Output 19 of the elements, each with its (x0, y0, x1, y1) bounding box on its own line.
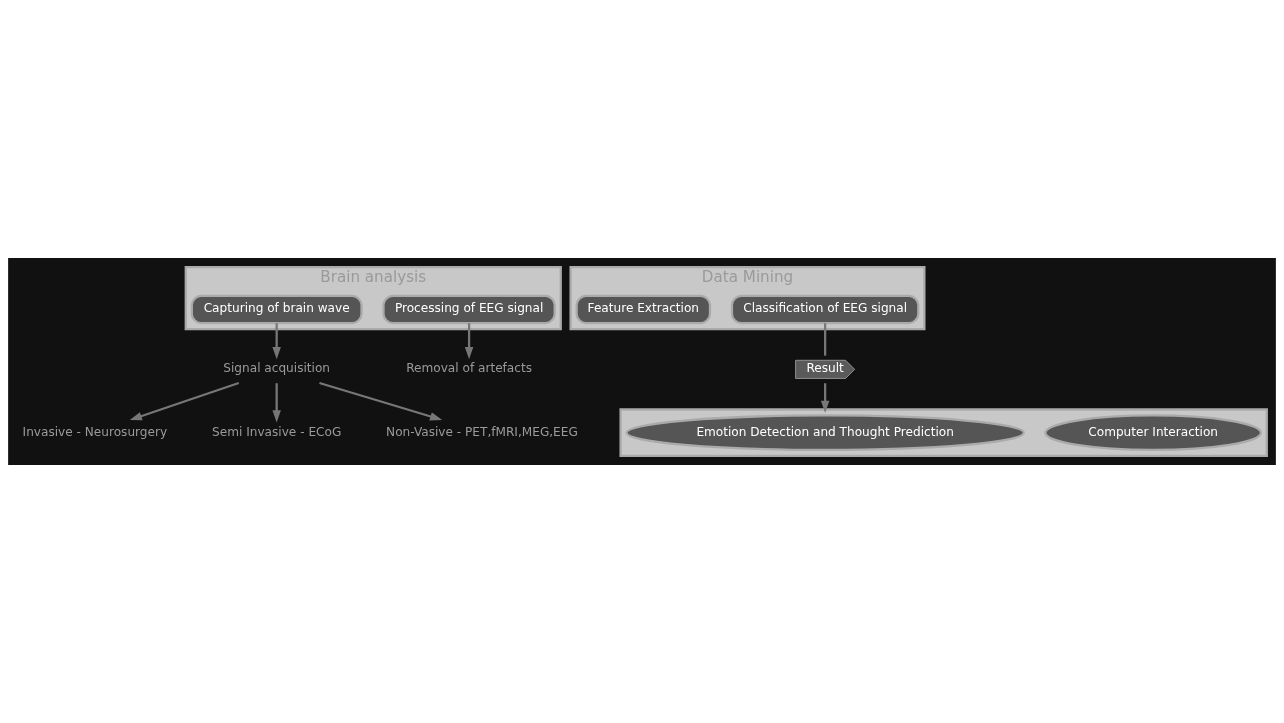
connector (824, 323, 827, 356)
node-text: Removal of artefacts (406, 361, 533, 376)
arrow (464, 323, 474, 360)
arrow (272, 323, 281, 360)
node-text: Invasive - Neurosurgery (22, 424, 168, 439)
node-box: Classification of EEG signal (730, 294, 920, 325)
arrow (272, 383, 281, 423)
node-ellipse: Computer Interaction (1044, 414, 1263, 452)
node-box: Processing of EEG signal (382, 294, 556, 325)
arrow (319, 381, 443, 421)
cluster (619, 408, 1268, 458)
arrow (820, 383, 830, 413)
node-text: Signal acquisition (223, 361, 331, 376)
node-box: Feature Extraction (575, 294, 712, 325)
arrow (129, 381, 240, 421)
node-text: Non-Vasive - PET,fMRI,MEG,EEG (386, 424, 578, 439)
node-ellipse: Emotion Detection and Thought Prediction (625, 414, 1025, 452)
node-text: Semi Invasive - ECoG (212, 424, 342, 439)
node-box: Capturing of brain wave (190, 294, 363, 325)
